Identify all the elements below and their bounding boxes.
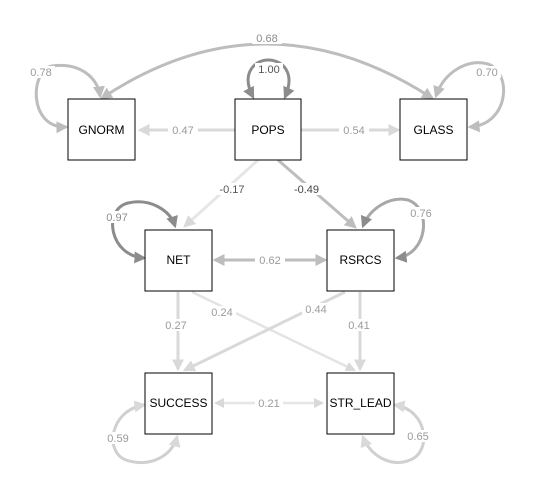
node-pops-label: POPS bbox=[251, 123, 284, 137]
label-rsrcs-str-lead-text: 0.41 bbox=[348, 320, 369, 332]
variance-label-success-text: 0.59 bbox=[107, 433, 128, 445]
label-pops-gnorm-text: 0.47 bbox=[172, 125, 193, 137]
variance-label-gnorm: 0.78 bbox=[27, 66, 55, 79]
variance-loop-pops bbox=[243, 58, 295, 100]
label-net-str-lead-text: 0.24 bbox=[211, 307, 232, 319]
label-rsrcs-success-text: 0.44 bbox=[305, 304, 326, 316]
variance-label-net-text: 0.97 bbox=[106, 212, 127, 224]
label-success-str-lead-text: 0.21 bbox=[258, 398, 279, 410]
label-gnorm-glass-text: 0.68 bbox=[256, 33, 277, 45]
variance-label-str-lead: 0.65 bbox=[404, 430, 432, 443]
edge-net-str-lead bbox=[191, 290, 356, 372]
variance-loop-rsrcs bbox=[360, 197, 425, 263]
label-net-success: 0.27 bbox=[162, 319, 190, 332]
label-net-rsrcs: 0.62 bbox=[255, 254, 285, 267]
variance-label-pops-text: 1.00 bbox=[258, 64, 279, 76]
variance-label-rsrcs: 0.76 bbox=[407, 207, 435, 220]
variance-label-success: 0.59 bbox=[104, 432, 132, 445]
node-net-label: NET bbox=[167, 253, 192, 267]
label-rsrcs-str-lead: 0.41 bbox=[345, 319, 373, 332]
variance-label-net: 0.97 bbox=[103, 211, 131, 224]
node-net: NET bbox=[144, 229, 213, 292]
label-rsrcs-success: 0.44 bbox=[302, 303, 330, 316]
label-pops-glass: 0.54 bbox=[339, 124, 369, 137]
variance-label-glass-text: 0.70 bbox=[476, 67, 497, 79]
variance-loop-str-lead bbox=[360, 400, 426, 465]
variance-label-gnorm-text: 0.78 bbox=[30, 67, 51, 79]
variance-loop-glass bbox=[433, 61, 505, 133]
variance-label-rsrcs-text: 0.76 bbox=[410, 208, 431, 220]
label-pops-net: -0.17 bbox=[216, 183, 248, 196]
label-net-str-lead: 0.24 bbox=[208, 306, 236, 319]
label-net-rsrcs-text: 0.62 bbox=[259, 255, 280, 267]
label-pops-glass-text: 0.54 bbox=[343, 125, 364, 137]
variance-label-str-lead-text: 0.65 bbox=[407, 431, 428, 443]
node-pops: POPS bbox=[234, 98, 302, 161]
label-gnorm-glass: 0.68 bbox=[252, 32, 282, 45]
label-success-str-lead: 0.21 bbox=[255, 397, 283, 410]
variance-label-glass: 0.70 bbox=[473, 66, 501, 79]
label-pops-rsrcs-text: -0.49 bbox=[294, 184, 319, 196]
node-gnorm-label: GNORM bbox=[79, 123, 125, 137]
node-glass-label: GLASS bbox=[413, 123, 453, 137]
variance-loop-success bbox=[111, 400, 181, 465]
node-str-lead: STR_LEAD bbox=[326, 372, 395, 435]
label-pops-rsrcs: -0.49 bbox=[290, 183, 323, 196]
node-success: SUCCESS bbox=[144, 372, 213, 435]
node-str-lead-label: STR_LEAD bbox=[329, 396, 391, 410]
variance-loop-net bbox=[111, 200, 178, 264]
node-success-label: SUCCESS bbox=[149, 396, 207, 410]
label-net-success-text: 0.27 bbox=[165, 320, 186, 332]
label-pops-net-text: -0.17 bbox=[219, 184, 244, 196]
node-rsrcs: RSRCS bbox=[326, 229, 395, 292]
node-rsrcs-label: RSRCS bbox=[339, 253, 381, 267]
variance-label-pops: 1.00 bbox=[255, 63, 283, 76]
node-gnorm: GNORM bbox=[67, 98, 136, 161]
node-glass: GLASS bbox=[399, 98, 468, 161]
label-pops-gnorm: 0.47 bbox=[168, 124, 198, 137]
